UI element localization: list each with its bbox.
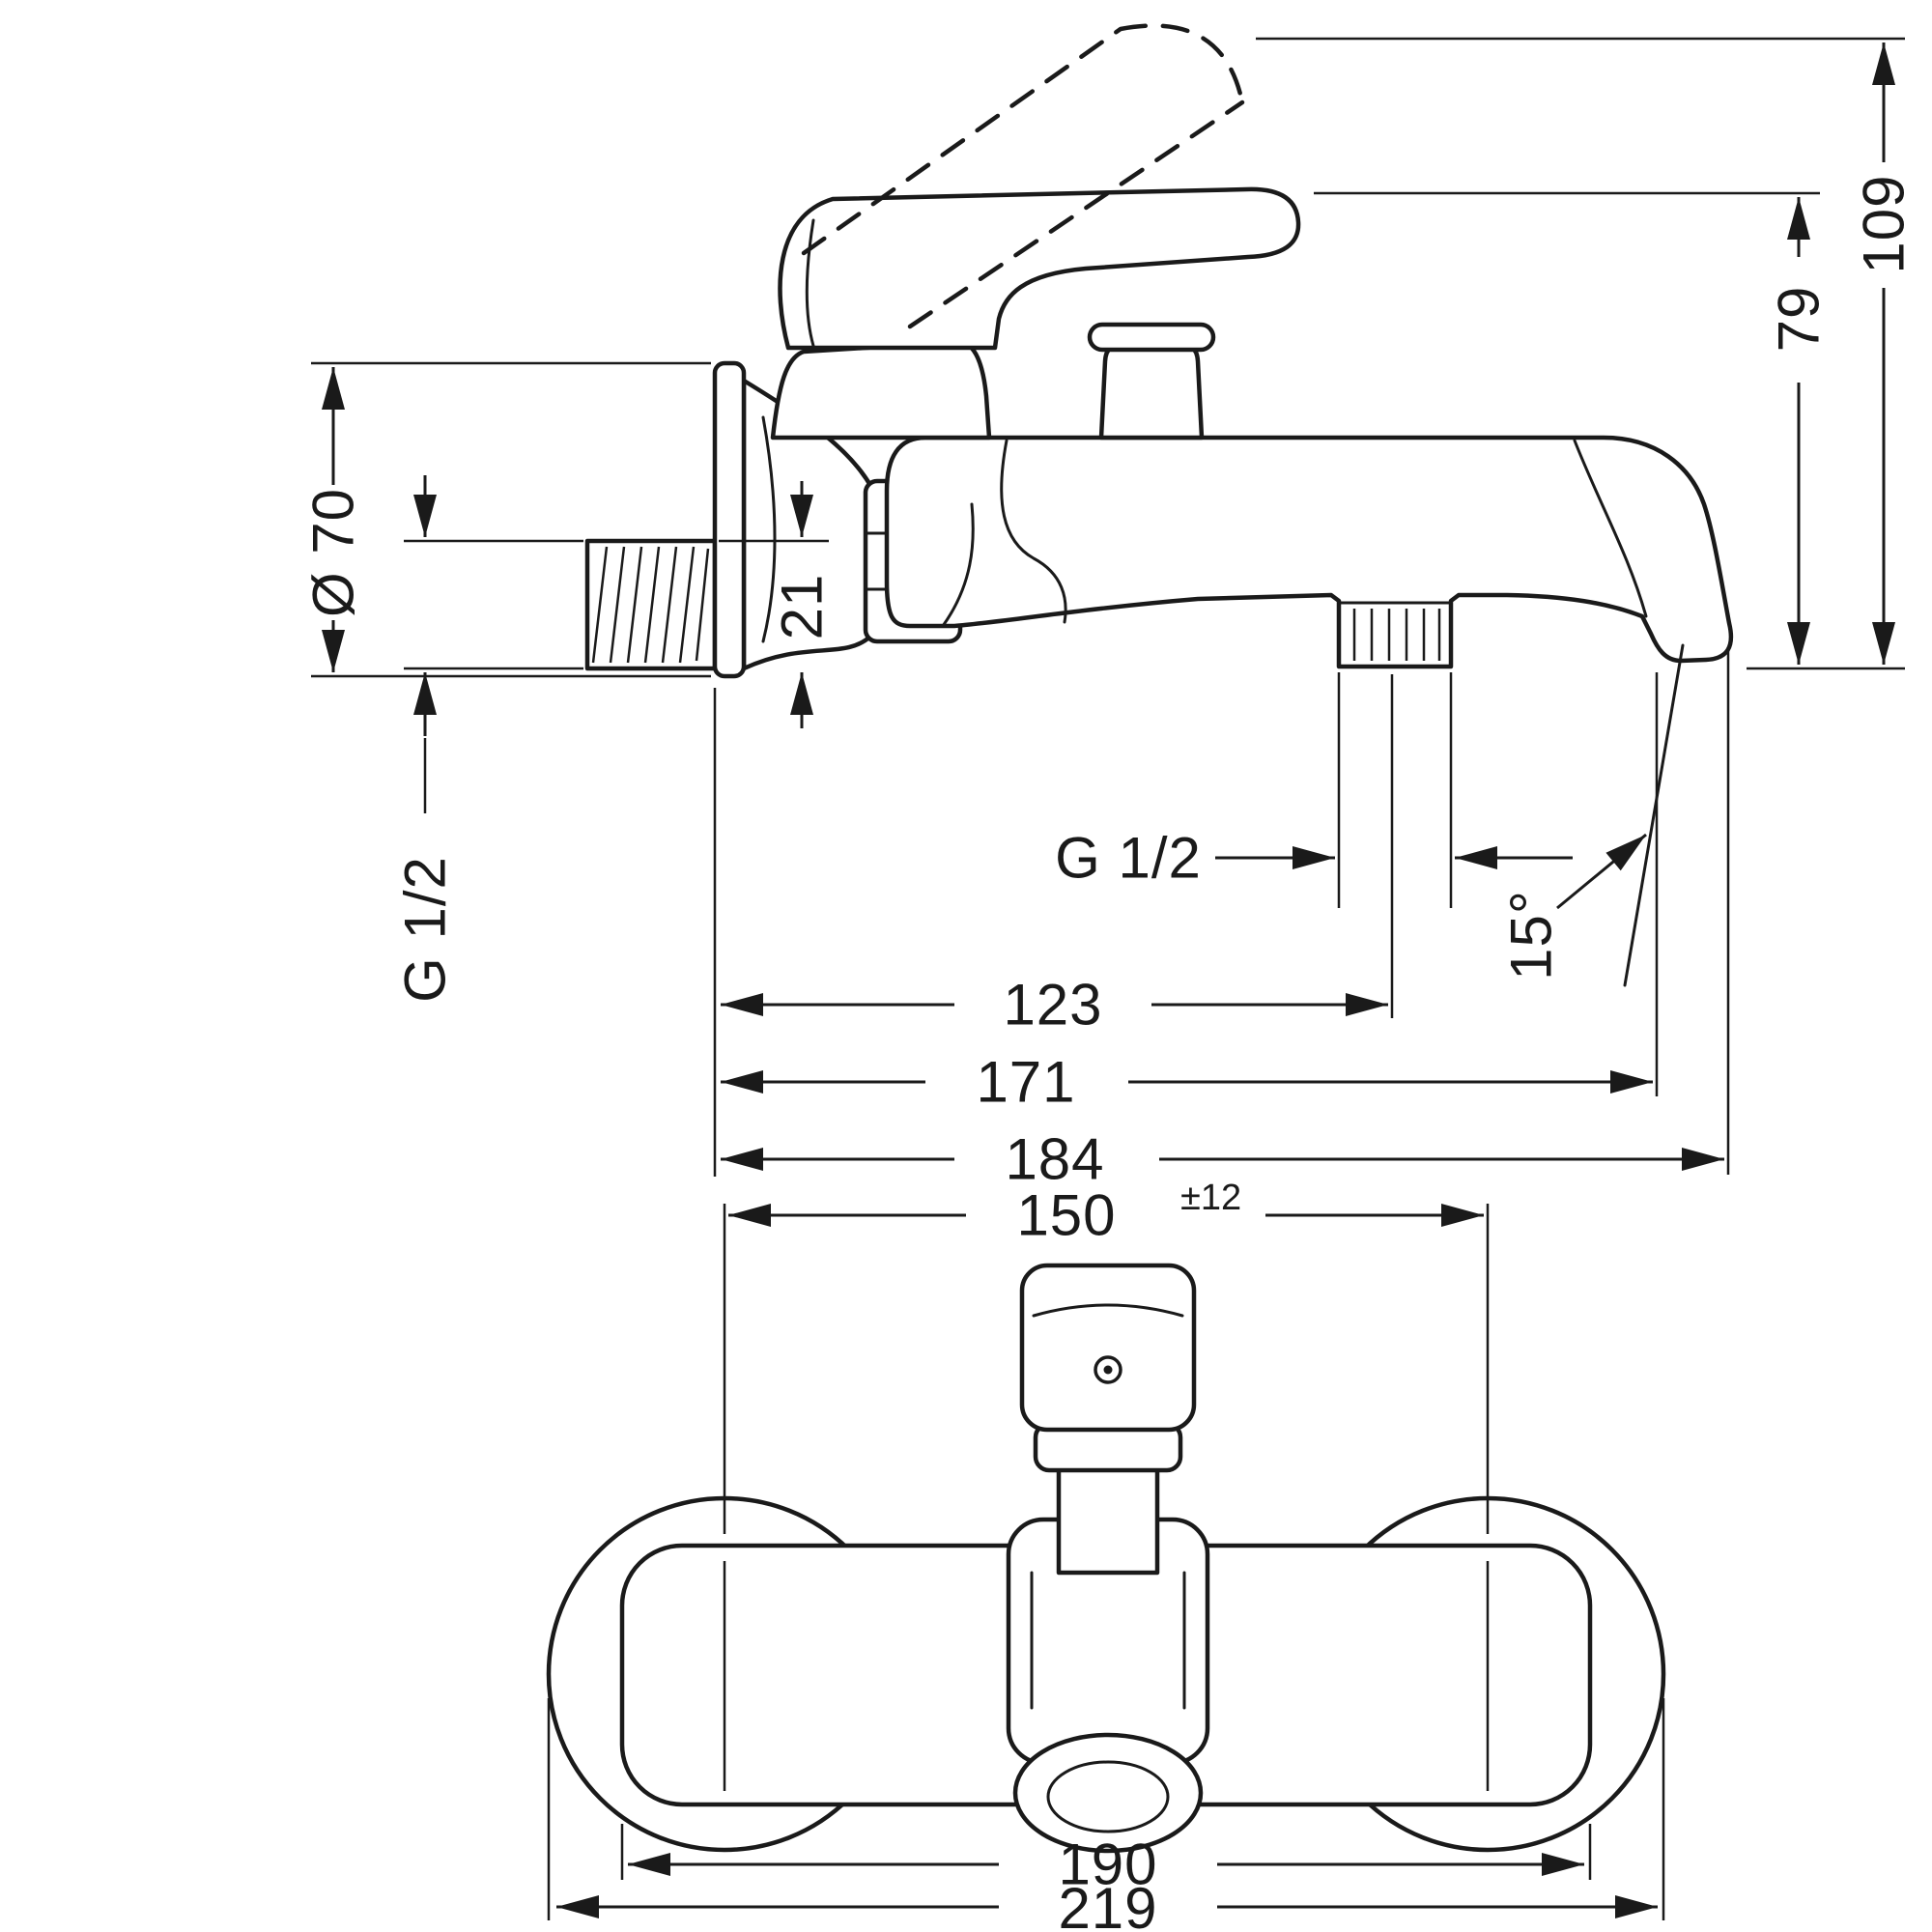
spout-housing-inner-lines: [1030, 1571, 1186, 1710]
dim-escutcheon-diameter: Ø 70: [301, 361, 711, 678]
waterway-lines: [941, 439, 1067, 628]
extension-lines: [723, 1204, 1490, 1534]
dim-spray-angle: 15°: [1499, 833, 1647, 980]
water-stream-line: [1623, 643, 1685, 987]
spout-mouth: [1012, 1732, 1204, 1854]
dim-body-width-label: 190: [1058, 1833, 1157, 1897]
dim-projection-spout-label: 171: [976, 1050, 1075, 1115]
dim-escutcheon-diameter-label: Ø 70: [301, 488, 366, 617]
dim-projection-shower-outlet-label: 123: [1003, 973, 1102, 1037]
open-handle-dashed: [801, 23, 1245, 329]
extension-lines: [547, 1698, 1665, 1920]
dim-outlet-drop-label: 21: [770, 574, 835, 640]
dim-height-total-label: 109: [1852, 174, 1917, 273]
front-view-figure: [546, 1263, 1666, 1854]
dim-overall-width-label: 219: [1058, 1876, 1157, 1932]
side-view-dimensions: Ø 70 G 1/2 21 79: [301, 37, 1917, 1192]
dim-projection-total: 184: [721, 649, 1730, 1192]
extension-lines: [620, 1824, 1592, 1880]
extension-lines: [713, 674, 1394, 1177]
extension-lines: [1337, 672, 1453, 908]
dim-height-handle-label: 79: [1767, 286, 1832, 353]
handle-indicator-ring: [1094, 1355, 1122, 1384]
dim-outlet-drop: 21: [719, 481, 835, 728]
diverter-knob: [1098, 339, 1205, 440]
union-centerlines: [723, 1561, 1490, 1791]
handle-knob: [1019, 1263, 1197, 1433]
handle-indicator-dot: [1103, 1365, 1113, 1375]
extension-lines: [1256, 37, 1905, 670]
angle-leader-arrow: [1556, 833, 1647, 910]
dim-projection-shower-outlet: 123: [713, 674, 1394, 1177]
handle-knob-top-line: [1032, 1303, 1184, 1318]
side-view: Ø 70 G 1/2 21 79: [301, 23, 1917, 1192]
extension-lines: [404, 539, 583, 813]
side-view-figure: [584, 23, 1734, 987]
dim-projection-total-label: 184: [1005, 1127, 1104, 1192]
shower-outlet-threads: [1352, 609, 1441, 661]
dim-shower-outlet-thread: G 1/2: [1055, 672, 1573, 908]
dim-connection-centers: 150 ±12: [723, 1178, 1490, 1534]
dim-projection-spout: 171: [721, 672, 1659, 1115]
dim-overall-width: 219: [547, 1698, 1665, 1932]
spout-mouth-opening: [1046, 1760, 1170, 1833]
cartridge-neck: [1056, 1462, 1160, 1576]
front-view: 150 ±12 190 219: [546, 1178, 1666, 1932]
front-view-dimensions: 150 ±12 190 219: [547, 1178, 1665, 1932]
dim-height-handle: 79: [1314, 191, 1832, 665]
extension-lines: [311, 361, 711, 678]
dim-height-total: 109: [1256, 37, 1917, 670]
dim-wall-thread: G 1/2: [393, 475, 583, 1003]
handle-skirt: [770, 339, 992, 440]
dim-connection-centers-label: 150: [1016, 1183, 1116, 1248]
lever-handle: [778, 186, 1301, 351]
wall-escutcheon-plate: [712, 360, 747, 679]
dim-shower-outlet-thread-label: G 1/2: [1055, 826, 1202, 891]
dim-spray-angle-label: 15°: [1499, 890, 1564, 980]
dim-body-width: 190: [620, 1824, 1592, 1897]
lever-handle-cap-line: [805, 218, 815, 348]
escutcheon-cone-edge-line: [761, 415, 777, 643]
dim-wall-thread-label: G 1/2: [393, 856, 458, 1003]
wall-nipple-threads: [591, 546, 710, 664]
faucet-body: [884, 435, 1734, 669]
spout-seam-line: [1573, 439, 1648, 618]
diverter-knob-cap: [1087, 322, 1216, 353]
dim-connection-tolerance-label: ±12: [1180, 1178, 1241, 1218]
